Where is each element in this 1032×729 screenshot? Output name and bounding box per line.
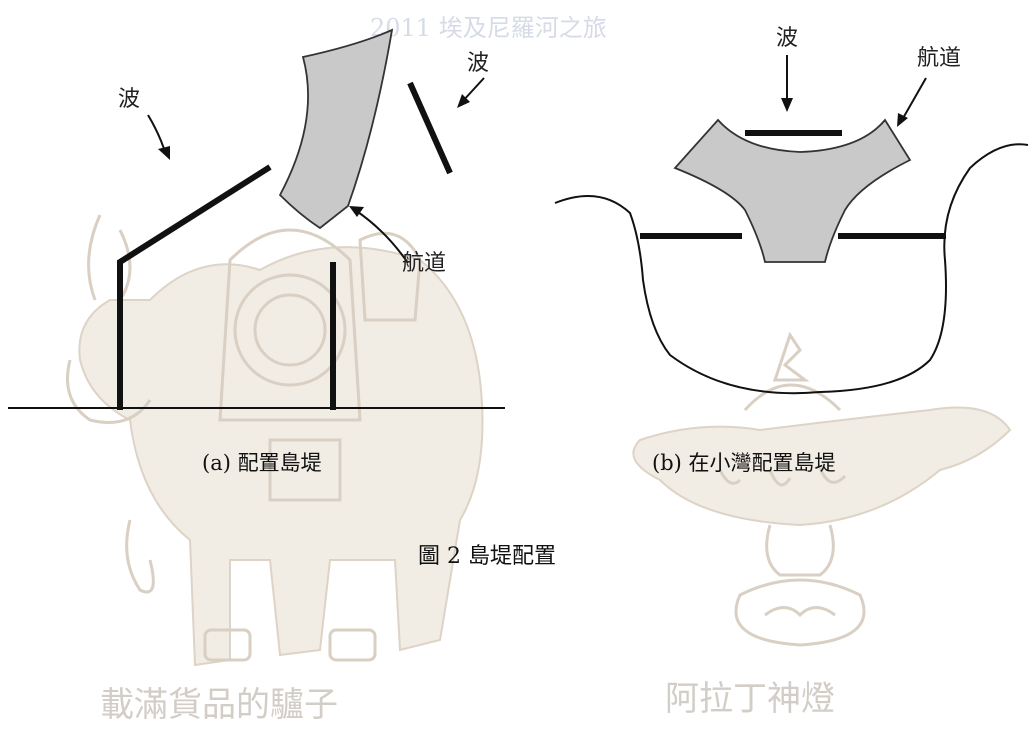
lamp-watermark-text: 阿拉丁神燈 [665,679,835,719]
panel-a-channel-arrow [354,209,409,264]
panel-b-channel-label: 航道 [917,46,961,71]
panel-b-wave-label: 波 [776,26,798,51]
panel-b-coastline [554,143,1029,395]
panel-b-wave-arrowhead [781,98,793,112]
donkey-watermark [66,214,484,667]
panel-a-wave-top-arrowhead [457,94,470,108]
panel-a-wave-top-label: 波 [467,51,489,76]
panel-b-channel-arrow [901,77,927,121]
panel-a-caption: (a) 配置島堤 [202,451,322,475]
panel-a-channel-label: 航道 [402,251,446,276]
panel-a-top-breakwater [407,81,453,175]
panel-b-caption: (b) 在小灣配置島堤 [652,451,836,475]
panel-a-channel-area [278,28,394,230]
donkey-watermark-text: 載滿貨品的驢子 [100,685,338,725]
panel-a-left-breakwater [117,164,272,410]
panel-a-wave-left-arrowhead [158,146,170,160]
panel-a-channel-arrowhead [349,206,364,217]
panel-a-diagram [8,28,505,410]
panel-a-wave-left-label: 波 [118,87,140,112]
panel-b-channel-arrowhead [897,113,908,127]
panel-b-channel-area [673,118,912,263]
lamp-watermark [632,331,1012,647]
panel-b-diagram [554,55,1029,395]
figure-caption: 圖 2 島堤配置 [418,544,556,569]
banner-title: 2011 埃及尼羅河之旅 [370,14,607,42]
